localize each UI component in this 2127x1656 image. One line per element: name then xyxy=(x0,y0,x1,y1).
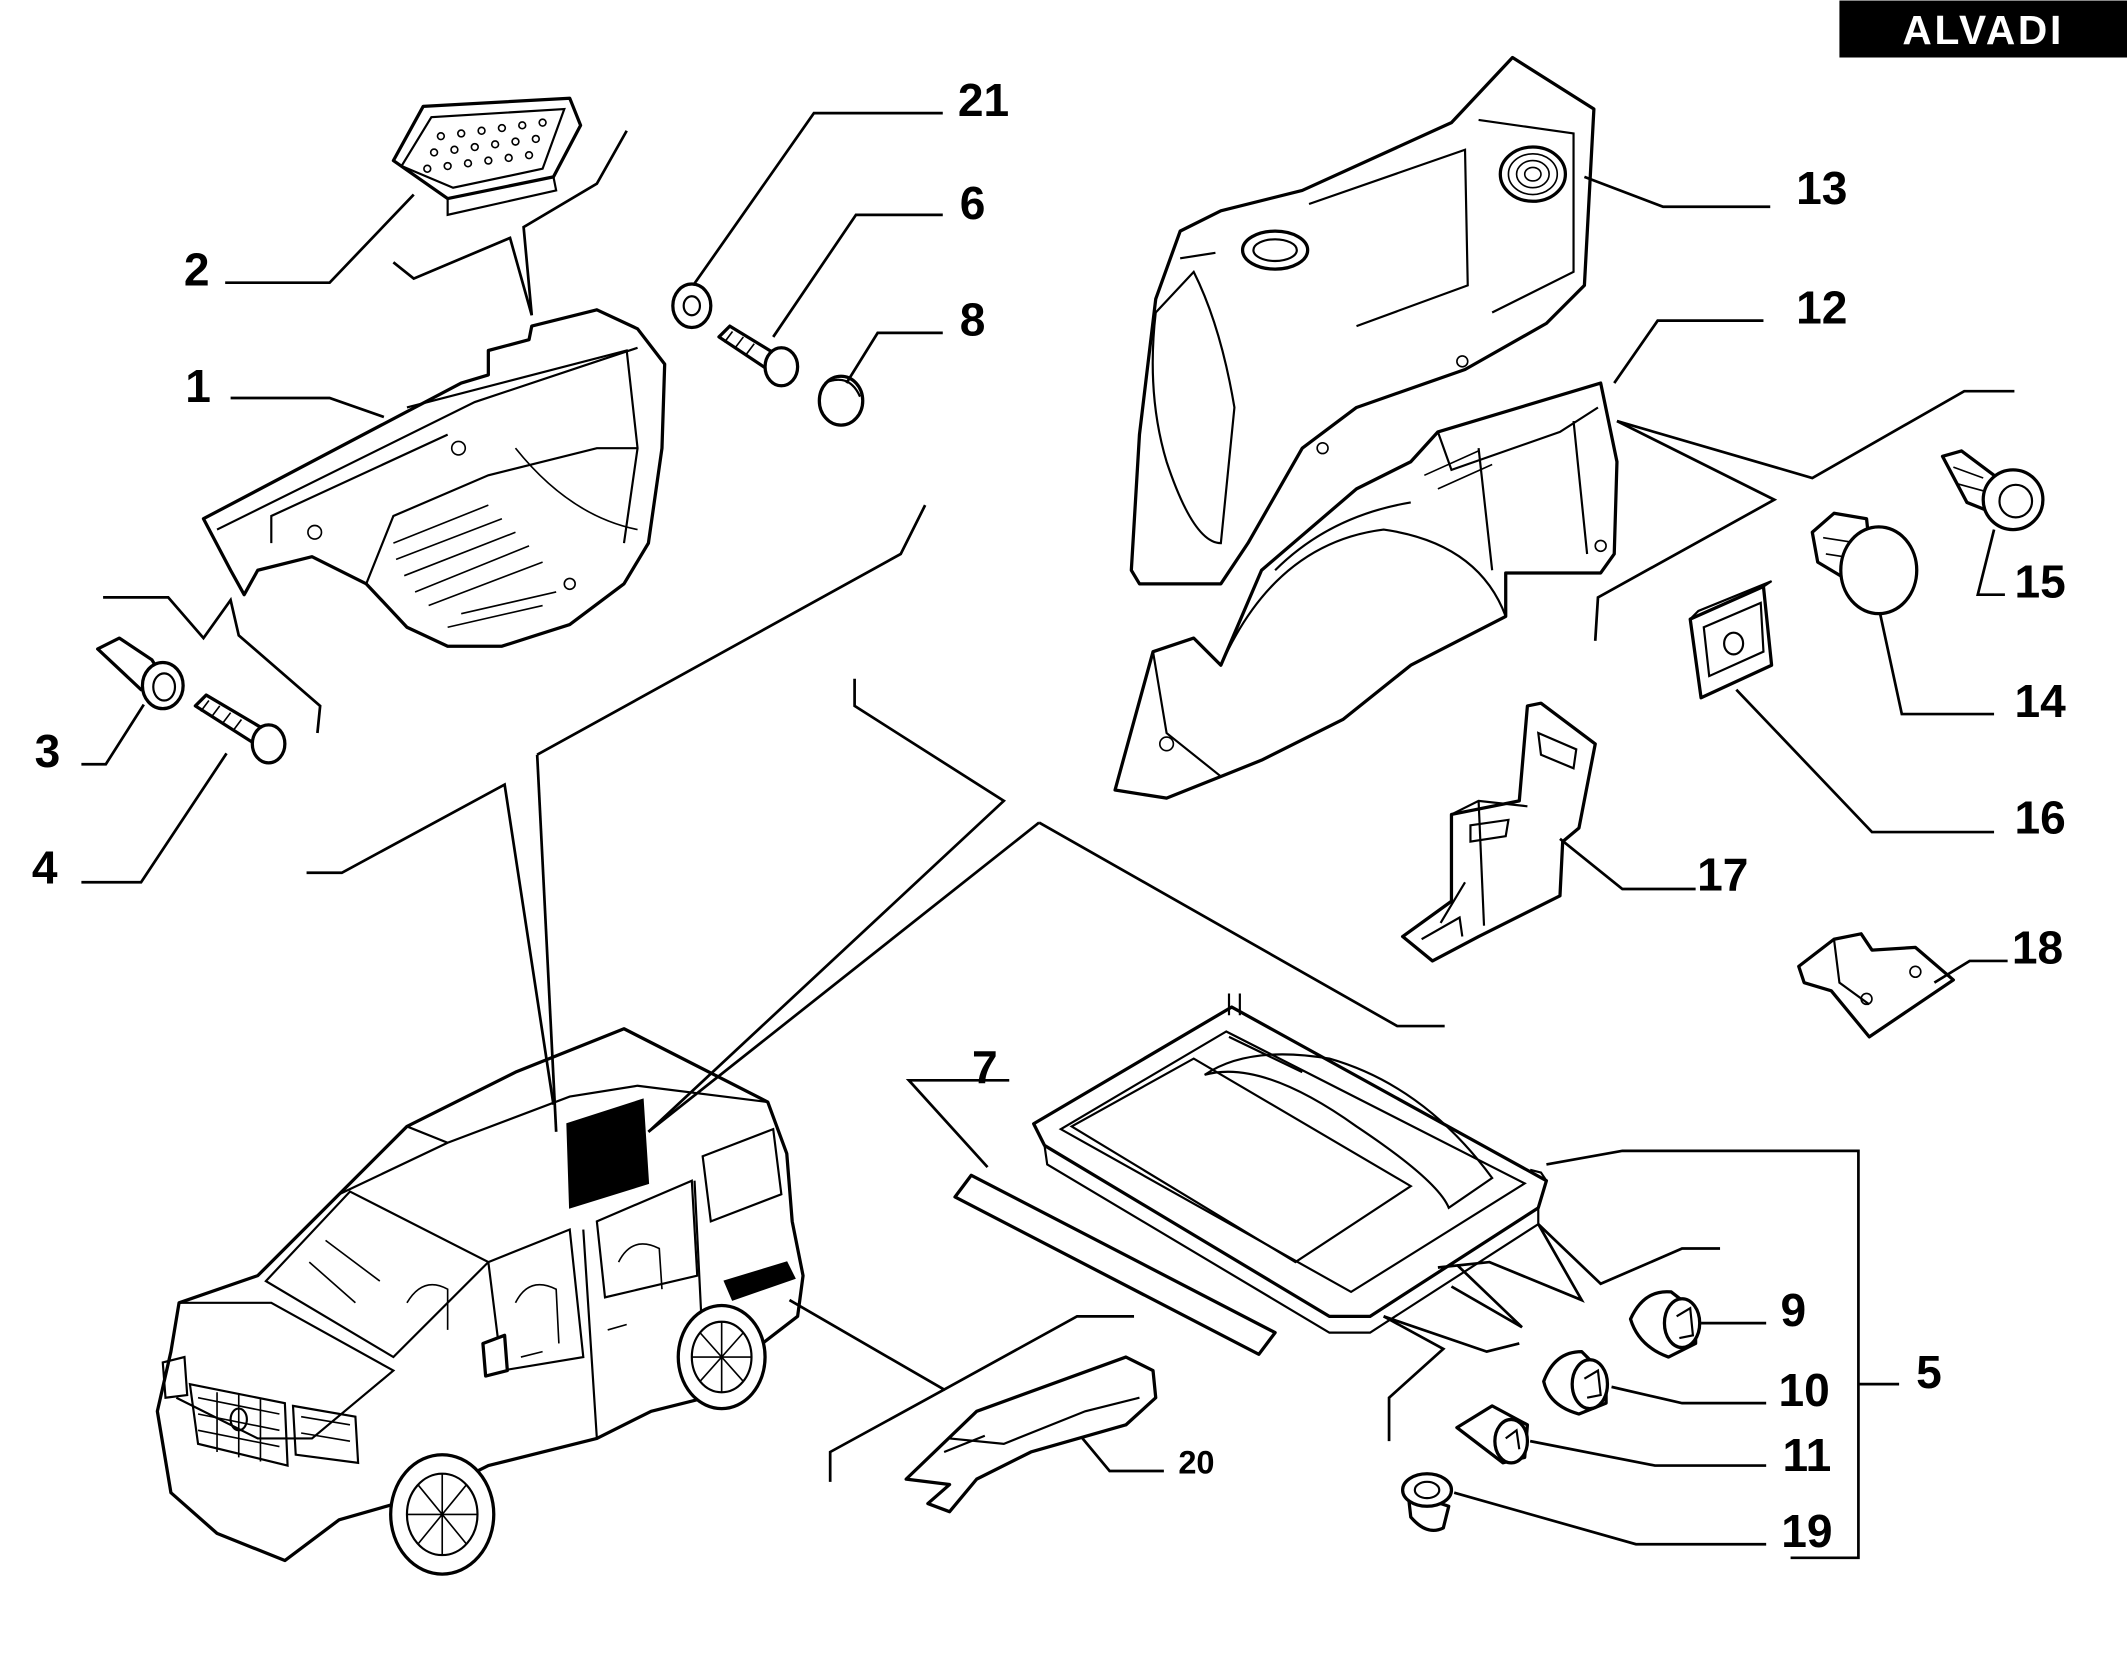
clip-fastener-icon xyxy=(1400,1472,1454,1532)
callout-16: 16 xyxy=(2015,791,2066,843)
callout-11: 11 xyxy=(1782,1429,1831,1481)
callout-4: 4 xyxy=(32,842,58,894)
callout-labels: 2 1 3 4 21 6 8 13 12 15 14 16 17 18 7 9 … xyxy=(32,74,2066,1557)
load-floor-panel-icon xyxy=(1032,993,1549,1334)
callout-2: 2 xyxy=(184,243,210,295)
callout-14: 14 xyxy=(2015,675,2067,727)
clip-fastener-icon xyxy=(1542,1349,1610,1416)
bolt-icon xyxy=(717,324,800,388)
callout-15: 15 xyxy=(2015,555,2066,607)
brand-badge: ALVADI xyxy=(1839,0,2127,58)
callout-7: 7 xyxy=(972,1041,998,1093)
leader-lines xyxy=(81,111,2015,1560)
side-trim-panel-icon xyxy=(1129,55,1596,586)
callout-17: 17 xyxy=(1697,848,1748,900)
sill-strip-icon xyxy=(953,1173,1277,1356)
callout-10: 10 xyxy=(1779,1364,1830,1416)
callout-8: 8 xyxy=(960,294,986,346)
van-illustration-icon xyxy=(155,1027,805,1576)
cap-icon xyxy=(817,374,865,427)
callout-13: 13 xyxy=(1796,162,1847,214)
callout-5: 5 xyxy=(1916,1346,1942,1398)
brand-label: ALVADI xyxy=(1902,7,2064,53)
callout-20: 20 xyxy=(1178,1445,1214,1481)
callout-3: 3 xyxy=(35,725,61,777)
callout-9: 9 xyxy=(1780,1284,1806,1336)
cover-icon xyxy=(904,1355,1158,1514)
washer-icon xyxy=(671,282,713,330)
callout-6: 6 xyxy=(960,177,986,229)
clip-fastener-icon xyxy=(1810,511,1919,616)
callout-21: 21 xyxy=(958,74,1009,126)
step-trim-panel-icon xyxy=(201,308,667,648)
bracket-icon xyxy=(1400,701,1597,963)
callout-1: 1 xyxy=(185,360,211,412)
clip-fastener-icon xyxy=(96,636,185,711)
callout-12: 12 xyxy=(1796,281,1847,333)
wheel-arch-liner-icon xyxy=(1113,381,1619,800)
callout-19: 19 xyxy=(1781,1505,1832,1557)
bolt-icon xyxy=(193,693,287,765)
clip-fastener-icon xyxy=(1455,1404,1530,1465)
foot-plate-icon xyxy=(391,96,583,217)
bracket-icon xyxy=(1797,932,1955,1039)
clip-fastener-icon xyxy=(1628,1290,1702,1359)
callout-18: 18 xyxy=(2012,922,2063,974)
clip-fastener-icon xyxy=(1940,449,2045,532)
clip-fastener-icon xyxy=(1688,580,1774,700)
